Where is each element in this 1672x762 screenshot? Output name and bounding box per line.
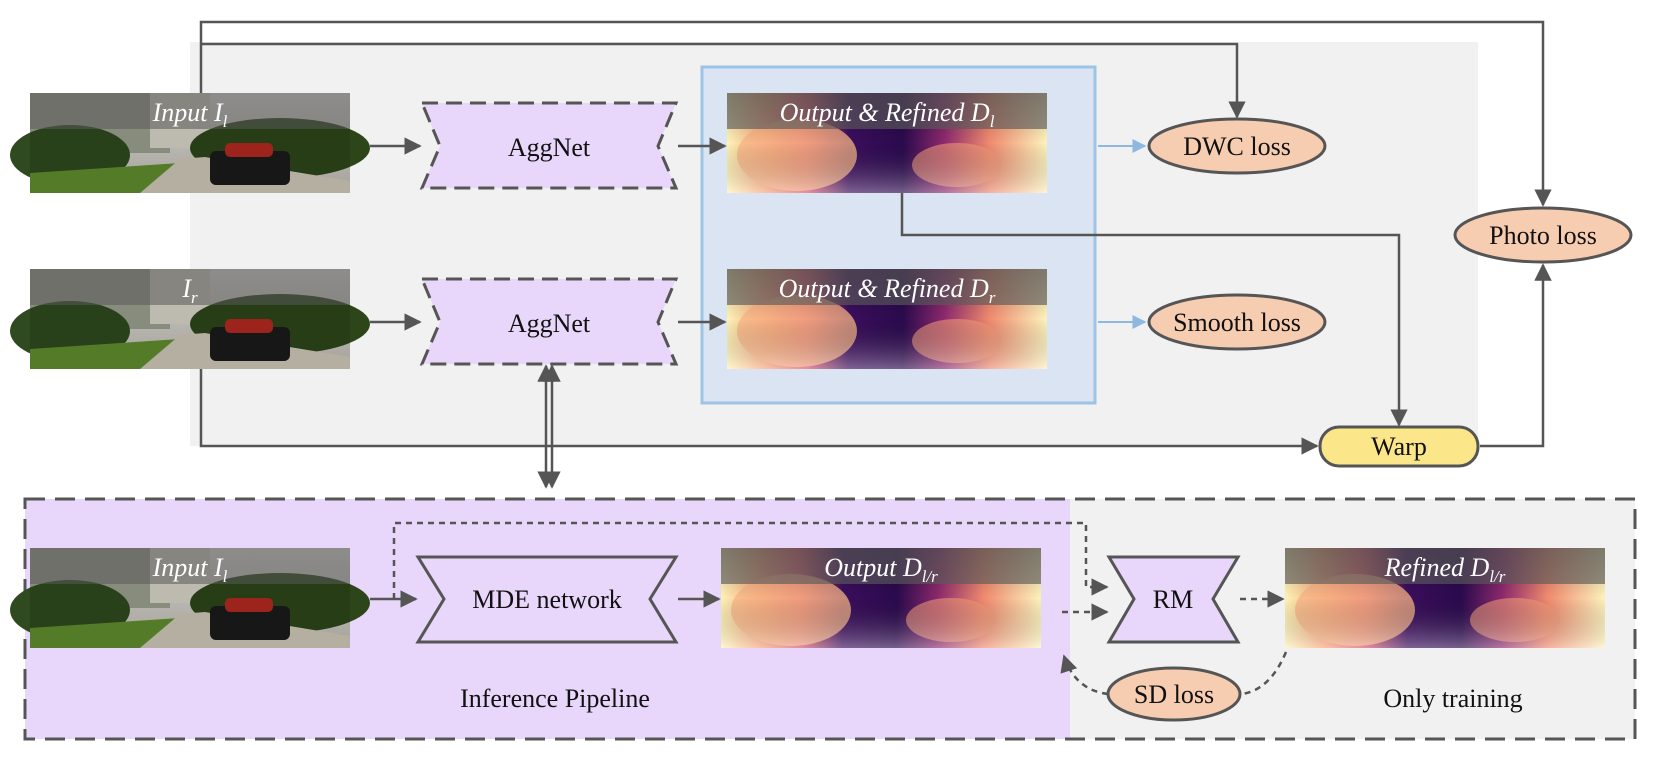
aggnet-left-label: AggNet: [508, 133, 591, 162]
rm-block: [1106, 555, 1241, 644]
inference-pipeline-label: Inference Pipeline: [460, 684, 650, 713]
bottom-dashed-connectors: [392, 521, 1288, 696]
mde-network-label: MDE network: [472, 585, 621, 614]
smooth-loss-node: [1147, 293, 1327, 351]
aggnet-left-block: [419, 101, 679, 190]
input-right-caption: Ir: [181, 274, 198, 307]
aggnet-right-label: AggNet: [508, 309, 591, 338]
dwc-loss-label: DWC loss: [1183, 132, 1291, 161]
dwc-loss-node: [1147, 117, 1327, 175]
rm-label: RM: [1153, 585, 1193, 614]
warp-label: Warp: [1371, 432, 1427, 461]
only-training-label: Only training: [1383, 684, 1522, 713]
refined-caption: Refined Dl/r: [1384, 553, 1506, 586]
sd-loss-label: SD loss: [1134, 680, 1214, 709]
warp-node: [1318, 425, 1480, 468]
bottom-output-caption: Output Dl/r: [824, 553, 938, 586]
output-right-caption: Output & Refined Dr: [779, 274, 996, 307]
mde-network-block: [415, 555, 679, 644]
input-left-caption: Input Il: [152, 98, 228, 131]
smooth-loss-label: Smooth loss: [1173, 308, 1301, 337]
aggnet-right-block: [419, 277, 679, 366]
blue-connectors: [1098, 139, 1147, 329]
output-left-caption: Output & Refined Dl: [780, 98, 995, 131]
bottom-input-caption: Input Il: [152, 553, 228, 586]
photo-loss-label: Photo loss: [1489, 221, 1597, 250]
photo-loss-node: [1453, 206, 1633, 264]
top-connectors: [199, 20, 1552, 489]
